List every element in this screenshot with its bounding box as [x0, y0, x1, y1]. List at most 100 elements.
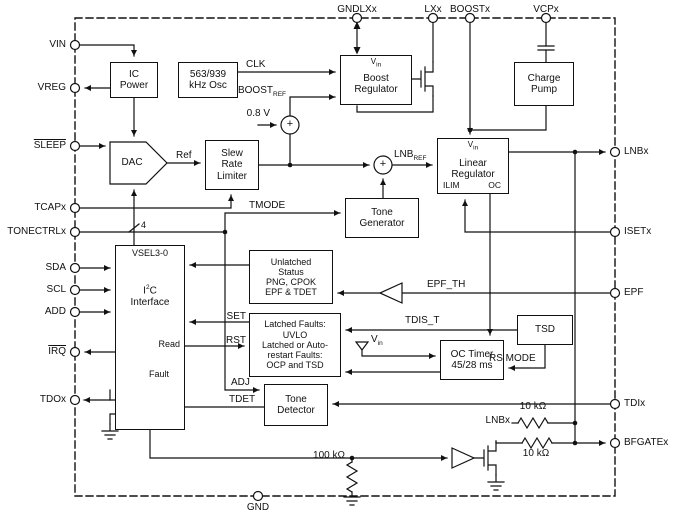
block-unlatched-status: Unlatched Status PNG, CPOK EPF & TDET: [249, 250, 333, 304]
charge-pump-line1: Charge: [527, 72, 561, 84]
boost-line1: Boost: [363, 72, 389, 84]
pin-label-epf: EPF: [624, 287, 644, 298]
block-ic-power: IC Power: [110, 62, 158, 98]
unlatched-line3: PNG, CPOK: [265, 277, 316, 287]
tsd-label: TSD: [535, 324, 555, 336]
label-lnbx-net: LNBx: [485, 415, 510, 426]
label-resistor-100k: 100 kΩ: [313, 450, 345, 461]
block-charge-pump: Charge Pump: [514, 62, 574, 106]
slew-line2: Rate: [221, 159, 243, 171]
resistor-icon: [517, 417, 549, 429]
pin-label-bfgatex: BFGATEx: [624, 437, 669, 448]
osc-line1: 563/939: [189, 68, 227, 80]
dac-shape: [109, 141, 168, 185]
pin-label-vreg: VREG: [37, 82, 66, 93]
resistor-icon: [521, 437, 553, 449]
ic-boundary: [74, 17, 616, 497]
pin-label-tcapx: TCAPx: [34, 202, 66, 213]
i2c-name-line2: Interface: [130, 297, 170, 308]
pin-label-add: ADD: [44, 306, 66, 317]
block-boost-regulator: Vin Boost Regulator: [340, 55, 412, 105]
charge-pump-line2: Pump: [530, 84, 558, 95]
ic-power-line2: Power: [119, 80, 149, 91]
block-latched-faults: Latched Faults: UVLO Latched or Auto- re…: [249, 313, 341, 377]
label-tdis-t: TDIS_T: [405, 315, 440, 326]
block-linear-regulator: Vin Linear Regulator ILIM OC: [437, 138, 509, 194]
block-tsd: TSD: [517, 315, 573, 345]
label-rst: RST: [226, 335, 246, 346]
block-oc-timer: OC Timer 45/28 ms: [440, 340, 504, 380]
i2c-vsel-tag: VSEL3-0: [131, 248, 169, 258]
pin-label-tdox: TDOx: [39, 394, 66, 405]
slew-line3: Limiter: [216, 170, 247, 182]
label-set: SET: [226, 311, 246, 322]
label-clk: CLK: [246, 59, 266, 70]
label-lnb-ref: LNBREF: [394, 149, 427, 162]
summing-plus-sign: +: [286, 118, 294, 130]
down-arrow-icon: [353, 47, 361, 55]
tone-det-line1: Tone: [285, 393, 307, 405]
slew-line1: Slew: [221, 147, 243, 159]
label-resistor-10k-bottom: 10 kΩ: [522, 448, 550, 459]
pin-label-tdix: TDIx: [624, 398, 646, 409]
latched-line5: OCP and TSD: [266, 360, 324, 371]
tone-det-line2: Detector: [277, 405, 315, 416]
boost-vin-tag: Vin: [370, 57, 382, 69]
pin-label-irq: IRQ: [48, 346, 66, 357]
unlatched-line2: Status: [278, 266, 304, 277]
label-ref: Ref: [176, 150, 192, 161]
latched-line2: UVLO: [282, 329, 308, 340]
pin-label-vin: VIN: [49, 39, 66, 50]
comparator-icon: [378, 282, 403, 304]
ground-icon: [343, 496, 361, 506]
unlatched-line1: Unlatched: [270, 256, 312, 267]
resistor-icon: [346, 461, 358, 493]
component-symbols: [101, 21, 553, 506]
dac-label: DAC: [121, 157, 143, 168]
label-epf-th: EPF_TH: [427, 279, 466, 290]
osc-line2: kHz Osc: [189, 80, 227, 91]
i2c-name-line1: I2C: [143, 284, 157, 297]
block-tone-generator: Tone Generator: [345, 198, 419, 238]
ground-icon: [101, 430, 119, 440]
i2c-fault-tag: Fault: [149, 369, 170, 379]
ic-power-line1: IC: [129, 68, 139, 80]
label-tmode: TMODE: [249, 200, 286, 211]
mosfet-icon: [473, 440, 497, 476]
pin-label-sda: SDA: [45, 262, 66, 273]
label-vin-supply: Vin: [371, 334, 383, 347]
oc-timer-line1: OC Timer: [450, 348, 494, 360]
summing-plus-sign: +: [379, 158, 387, 170]
block-tone-detector: Tone Detector: [264, 384, 328, 426]
pin-label-tonectrlx: TONECTRLx: [7, 226, 66, 237]
latched-line4: restart Faults:: [267, 350, 323, 361]
pin-label-gnd: GND: [246, 502, 270, 513]
pin-label-boostx: BOOSTx: [449, 4, 491, 15]
tone-gen-line2: Generator: [359, 218, 405, 229]
label-adj: ADJ: [231, 377, 250, 388]
label-0v8: 0.8 V: [246, 108, 270, 119]
pin-label-lnbx: LNBx: [624, 146, 649, 157]
label-bus-width-4: 4: [141, 220, 147, 230]
tone-gen-line1: Tone: [371, 206, 393, 218]
pin-circles: [69, 12, 621, 502]
pin-label-sleep: SLEEP: [33, 140, 66, 151]
up-arrow-icon: [353, 21, 361, 29]
linear-line1: Linear: [459, 157, 487, 169]
pin-label-gndlxx: GNDLXx: [337, 4, 377, 15]
summing-junction: [280, 115, 300, 135]
label-boost-ref: BOOSTREF: [237, 85, 286, 98]
latched-line3: Latched or Auto-: [261, 339, 329, 350]
mosfet-icon: [410, 61, 434, 97]
latched-line1: Latched Faults:: [264, 319, 326, 330]
pin-label-isetx: ISETx: [624, 226, 652, 237]
linear-vin-tag: Vin: [467, 140, 479, 152]
junction-dots: [222, 127, 578, 461]
label-rs-mode: RS MODE: [489, 353, 536, 364]
summing-junction: [373, 155, 393, 175]
block-slew-rate-limiter: Slew Rate Limiter: [205, 140, 259, 190]
block-oscillator: 563/939 kHz Osc: [178, 62, 238, 98]
linear-line2: Regulator: [451, 169, 495, 180]
